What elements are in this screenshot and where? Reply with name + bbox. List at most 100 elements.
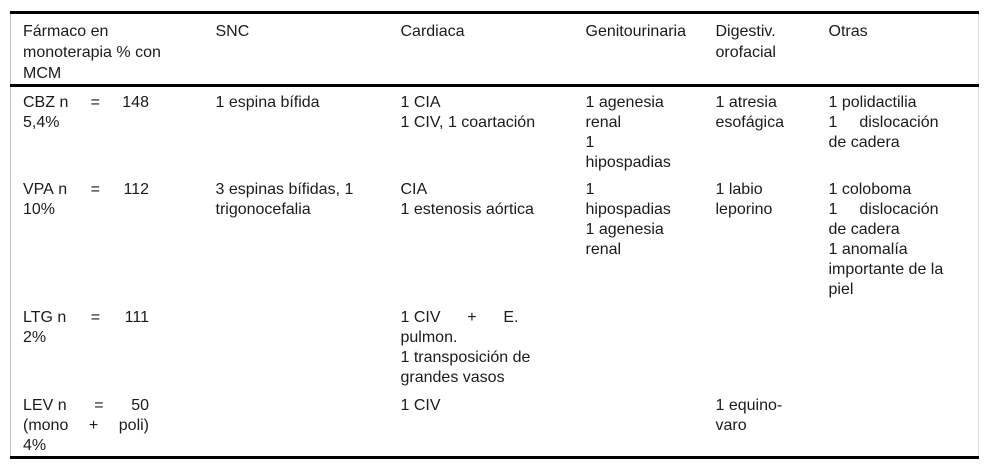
malformations-table: Fármaco en monoterapia % con MCM SNC Car… [10, 11, 979, 459]
cell-line: de cadera [828, 134, 900, 151]
table-row: LTG n = 111 2% 1 CIV + E. pulmon. 1 transposició… [11, 302, 979, 390]
table-cell: CIA 1 estenosis aórtica [401, 174, 586, 302]
table-body: CBZ n = 148 5,4% 1 espina bífida 1 CIA 1 CIV, … [11, 86, 979, 458]
cell-line: 5,4% [23, 114, 60, 131]
header-row: Fármaco en monoterapia % con MCM SNC Car… [10, 12, 979, 87]
cell-line-segment: 111 [124, 308, 149, 326]
cell-line: esofágica [715, 114, 785, 131]
column-header-farmaco: Fármaco en monoterapia % con MCM [10, 12, 216, 87]
cell-line-segment: = [90, 308, 101, 326]
cell-line: 1 agenesia [585, 220, 664, 238]
cell-line: 1 equino- [715, 396, 783, 414]
cell-line: 10% [23, 200, 56, 218]
cell-line: 1 [585, 134, 595, 151]
cell-line-segment: 1 [828, 114, 838, 131]
table-cell [829, 302, 979, 390]
cell-line: 1 coloboma [828, 180, 912, 198]
cell-line-segment: poli) [118, 416, 149, 434]
column-header-snc: SNC [215, 12, 401, 87]
cell-line: 1 estenosis aórtica [400, 200, 534, 218]
column-header-label: Cardiaca [400, 23, 465, 40]
cell-line-segment: 1 CIV [400, 308, 441, 326]
cell-line-segment: (mono [23, 416, 69, 434]
column-header-label: Fármaco en monoterapia % con MCM [23, 23, 161, 82]
cell-line: VPA n = 112 [23, 180, 149, 200]
cell-line: 4% [23, 436, 47, 454]
cell-line: de cadera [828, 220, 900, 238]
table-cell: 1 equino-varo [716, 390, 829, 458]
cell-line: leporino [715, 200, 773, 218]
table-row: CBZ n = 148 5,4% 1 espina bífida 1 CIA 1 CIV, … [11, 86, 979, 174]
table-cell: VPA n = 112 10% [11, 174, 216, 302]
cell-line-segment: = [90, 180, 100, 198]
table-cell: 1 atresia esofágica [716, 86, 829, 174]
table-cell: 1 CIV [401, 390, 586, 458]
cell-line: trigonocefalia [215, 200, 311, 218]
column-header-label: Otras [828, 23, 868, 40]
table-cell: 1 CIV + E. pulmon. 1 transposición de grandes… [401, 302, 586, 390]
cell-line: hipospadias [585, 154, 671, 171]
cell-line-segment: 1 [828, 200, 838, 218]
column-header-label: SNC [215, 23, 250, 40]
table-cell: 1 labio leporino [716, 174, 829, 302]
cell-line: LEV n = 50 [23, 396, 149, 416]
cell-line: 1 CIV, 1 coartación [400, 114, 536, 131]
table-cell: LTG n = 111 2% [11, 302, 216, 390]
cell-line: CIA [400, 180, 428, 198]
table-row: LEV n = 50 (mono + poli) 4% 1 CIV 1 equino-varo [11, 390, 979, 458]
column-header-label: Digestiv. orofacial [715, 23, 776, 61]
cell-line: 1 atresia [715, 94, 777, 111]
cell-line: piel [828, 280, 854, 298]
cell-line: hipospadias [585, 200, 671, 218]
table-cell [586, 390, 716, 458]
table-cell [216, 390, 401, 458]
cell-line-segment: = [94, 396, 104, 414]
cell-line: 1 labio [715, 180, 763, 198]
table-cell: 3 espinas bífidas, 1 trigonocefalia [216, 174, 401, 302]
table-row: VPA n = 112 10% 3 espinas bífidas, 1 trigonoc… [11, 174, 979, 302]
cell-line-segment: LEV n [23, 396, 67, 414]
cell-line: 1 CIA [400, 94, 441, 111]
cell-line: grandes vasos [400, 368, 505, 386]
cell-line-segment: 50 [131, 396, 149, 414]
cell-line: 2% [23, 328, 47, 346]
cell-line-segment: 148 [122, 94, 149, 111]
cell-line-segment: E. [503, 308, 519, 326]
table-cell [829, 390, 979, 458]
cell-line-segment: LTG n [23, 308, 67, 326]
cell-line-segment: 112 [123, 180, 149, 198]
column-header-genitourinaria: Genitourinaria [585, 12, 716, 87]
cell-line: 1 CIV + E. [401, 308, 519, 328]
cell-line: 1 anomalía [828, 240, 908, 258]
cell-line: 1 espina bífida [215, 94, 320, 111]
cell-line: pulmon. [400, 328, 458, 346]
cell-line: (mono + poli) [23, 416, 149, 436]
cell-line: 1 transposición de [400, 348, 531, 366]
cell-line: 1 [585, 180, 595, 198]
cell-line-segment: CBZ n [23, 94, 69, 111]
table-header: Fármaco en monoterapia % con MCM SNC Car… [10, 12, 979, 87]
cell-line-segment: VPA n [23, 180, 68, 198]
cell-line-segment: = [90, 94, 100, 111]
cell-line: renal [585, 114, 622, 131]
column-header-label: Genitourinaria [585, 23, 687, 40]
cell-line: 3 espinas bífidas, 1 [215, 180, 354, 198]
table-cell [716, 302, 829, 390]
cell-line-segment: + [467, 308, 477, 326]
table-cell: 1 CIA 1 CIV, 1 coartación [401, 86, 586, 174]
cell-line: CBZ n = 148 [23, 93, 149, 113]
table-cell: CBZ n = 148 5,4% [11, 86, 216, 174]
cell-line-segment: + [88, 416, 99, 434]
column-header-otras: Otras [828, 12, 979, 87]
column-header-digestivo-orofacial: Digestiv. orofacial [715, 12, 829, 87]
table-cell: 1 espina bífida [216, 86, 401, 174]
table-cell [586, 302, 716, 390]
cell-line: LTG n = 111 [23, 308, 149, 328]
cell-line: varo [715, 416, 747, 434]
